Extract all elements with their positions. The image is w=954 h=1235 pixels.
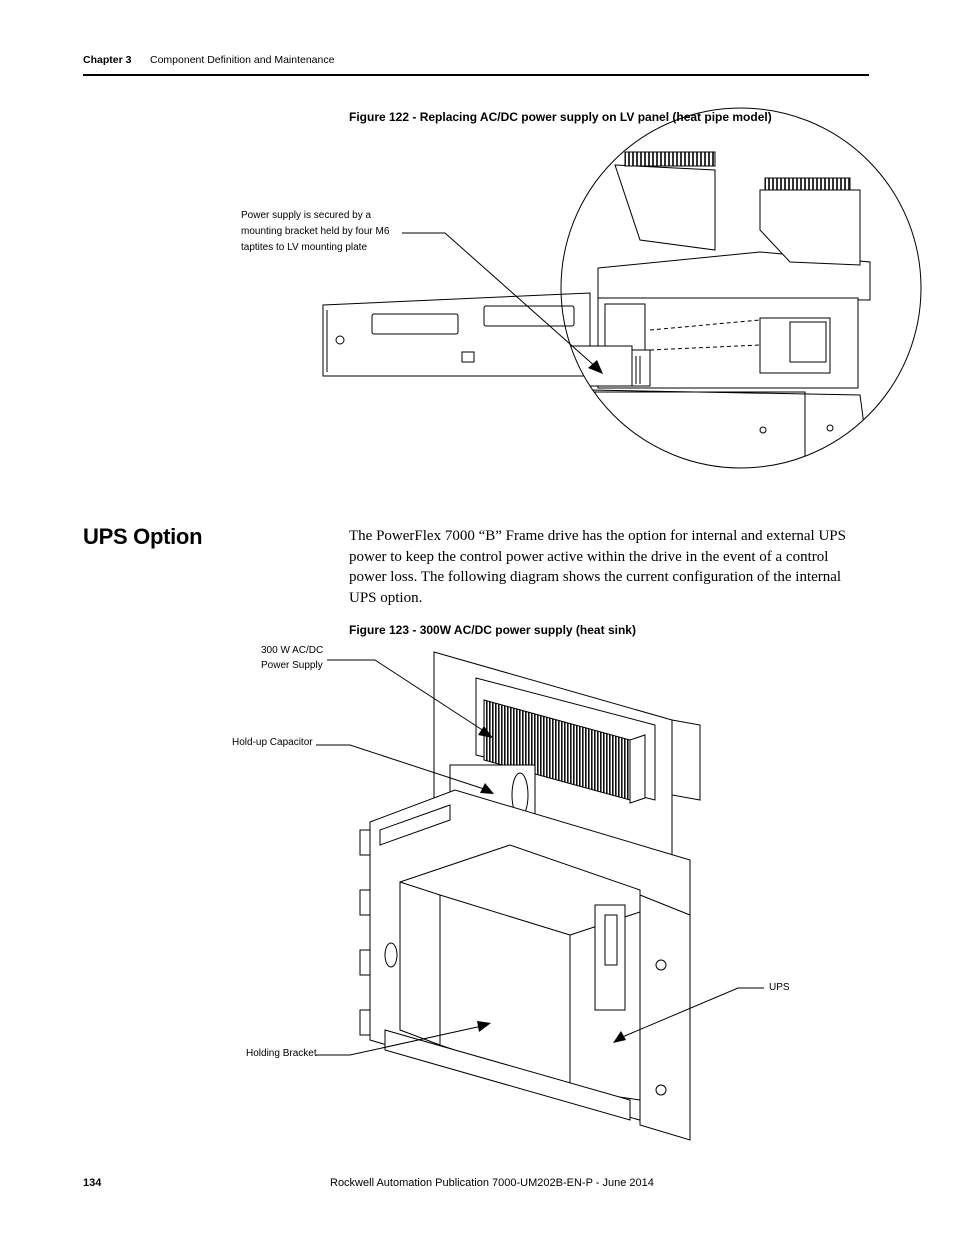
callout-line: Power Supply xyxy=(261,660,323,671)
body-paragraph: The PowerFlex 7000 “B” Frame drive has t… xyxy=(349,528,846,606)
figure-122-callout: Power supply is secured by a mounting br… xyxy=(241,208,389,256)
page-number: 134 xyxy=(83,1177,102,1189)
callout-line: Power supply is secured by a xyxy=(241,210,372,221)
chapter-label: Chapter 3 xyxy=(83,54,132,66)
figure-122-caption: Figure 122 - Replacing AC/DC power suppl… xyxy=(349,110,772,124)
publication-info: Rockwell Automation Publication 7000-UM2… xyxy=(330,1177,654,1189)
callout-line: taptites to LV mounting plate xyxy=(241,242,368,253)
chapter-title: Component Definition and Maintenance xyxy=(150,54,335,66)
callout-line: 300 W AC/DC xyxy=(261,645,324,656)
figure-123-caption: Figure 123 - 300W AC/DC power supply (he… xyxy=(349,623,636,637)
callout-power-supply: 300 W AC/DC Power Supply xyxy=(261,643,323,673)
section-heading: UPS Option xyxy=(83,524,203,549)
callout-capacitor: Hold-up Capacitor xyxy=(232,737,313,748)
callout-line: mounting bracket held by four M6 xyxy=(241,226,390,237)
callout-ups: UPS xyxy=(769,982,790,993)
header-rule xyxy=(83,74,869,76)
figure-122-illustration xyxy=(322,107,922,469)
callout-bracket: Holding Bracket xyxy=(246,1048,317,1059)
